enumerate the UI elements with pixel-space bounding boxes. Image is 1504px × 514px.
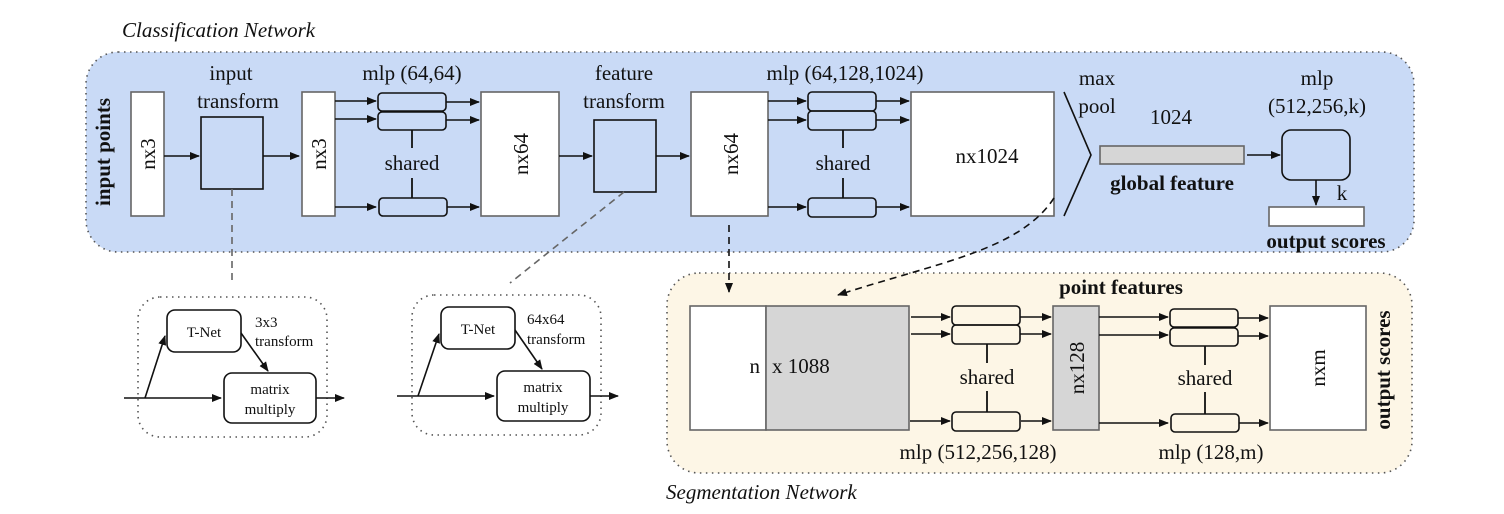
shared-mlp-1: shared xyxy=(335,92,480,217)
tnet-input-inset: T-Net 3x3 transform matrix multiply xyxy=(124,296,345,438)
tnet-transform-label-2: transform xyxy=(255,334,314,350)
feat1-dim-label: nx64 xyxy=(509,133,533,176)
point-features-label: point features xyxy=(1059,275,1183,299)
shared-mlp-seg-2: shared xyxy=(1099,308,1269,433)
classification-network-title: Classification Network xyxy=(122,18,316,42)
input-points-label: input points xyxy=(91,98,115,206)
feat2-dim-label: nx64 xyxy=(719,133,743,176)
point-feature-nx128-block: nx128 xyxy=(1052,305,1100,431)
seg-output-scores-label: output scores xyxy=(1371,310,1395,429)
feat3-dim-label: nx1024 xyxy=(956,144,1020,168)
shared-label: shared xyxy=(385,151,440,175)
global-feature-vector xyxy=(1099,145,1245,165)
seg-mlp2-label: mlp (128,m) xyxy=(1159,440,1264,464)
seg-feat-dim-label: nx128 xyxy=(1065,342,1089,395)
segmentation-output-block: nxm xyxy=(1269,305,1367,431)
output-scores-label: output scores xyxy=(1266,229,1385,253)
tnet-label: T-Net xyxy=(187,325,222,341)
global-dim-label: 1024 xyxy=(1150,105,1193,129)
segmentation-network-title: Segmentation Network xyxy=(666,480,857,504)
mlp3-label-2: (512,256,k) xyxy=(1268,94,1366,118)
maxpool-label-1: max xyxy=(1079,66,1116,90)
transformed-points-block: nx3 xyxy=(301,91,336,217)
global-feature-label: global feature xyxy=(1110,171,1234,195)
tnet-feature-inset: T-Net 64x64 transform matrix multiply xyxy=(397,294,619,436)
concat-n-label: n xyxy=(750,354,761,378)
matmul-label-1: matrix xyxy=(250,382,290,398)
feature-nx64-block: nx64 xyxy=(480,91,560,217)
feature-transform-label-1: feature xyxy=(595,61,653,85)
mlp1-label: mlp (64,64) xyxy=(362,61,461,85)
matmul-label-1: matrix xyxy=(523,380,563,396)
output-scores-vector xyxy=(1268,206,1365,227)
mlp2-label: mlp (64,128,1024) xyxy=(767,61,924,85)
tnet-transform-label-1: 3x3 xyxy=(255,315,278,331)
tnet-label: T-Net xyxy=(461,322,496,338)
concat-feature-block: n x 1088 xyxy=(689,305,910,431)
tnet-transform-label-2: transform xyxy=(527,332,586,348)
matmul-label-2: multiply xyxy=(245,402,296,418)
matmul-label-2: multiply xyxy=(518,400,569,416)
shared-label: shared xyxy=(1178,366,1233,390)
shared-mlp-seg-1: shared xyxy=(910,305,1052,432)
seg-mlp1-label: mlp (512,256,128) xyxy=(900,440,1057,464)
transformed-feature-block: nx64 xyxy=(690,91,769,217)
feature-transform-label-2: transform xyxy=(583,89,665,113)
shared-mlp-2: shared xyxy=(768,91,910,218)
tnet-transform-label-1: 64x64 xyxy=(527,312,565,328)
input-transform-label-1: input xyxy=(209,61,252,85)
connector-feature-transform xyxy=(509,191,625,284)
tnet-block xyxy=(166,309,242,353)
shared-label: shared xyxy=(960,365,1015,389)
shared-label: shared xyxy=(816,151,871,175)
maxpool-label-2: pool xyxy=(1078,94,1116,118)
connector-global-feature xyxy=(837,197,1055,297)
transformed-dim-label: nx3 xyxy=(307,138,331,170)
maxpool-symbol xyxy=(1063,91,1092,217)
tnet-block xyxy=(440,306,516,350)
k-label: k xyxy=(1337,181,1348,205)
input-transform-label-2: transform xyxy=(197,89,279,113)
mlp3-label-1: mlp xyxy=(1301,66,1334,90)
concat-dim-label: x 1088 xyxy=(772,354,830,378)
seg-out-dim-label: nxm xyxy=(1306,349,1330,386)
input-dim-label: nx3 xyxy=(136,138,160,170)
input-points-block: nx3 xyxy=(130,91,165,217)
feature-nx1024-block: nx1024 xyxy=(910,91,1055,217)
